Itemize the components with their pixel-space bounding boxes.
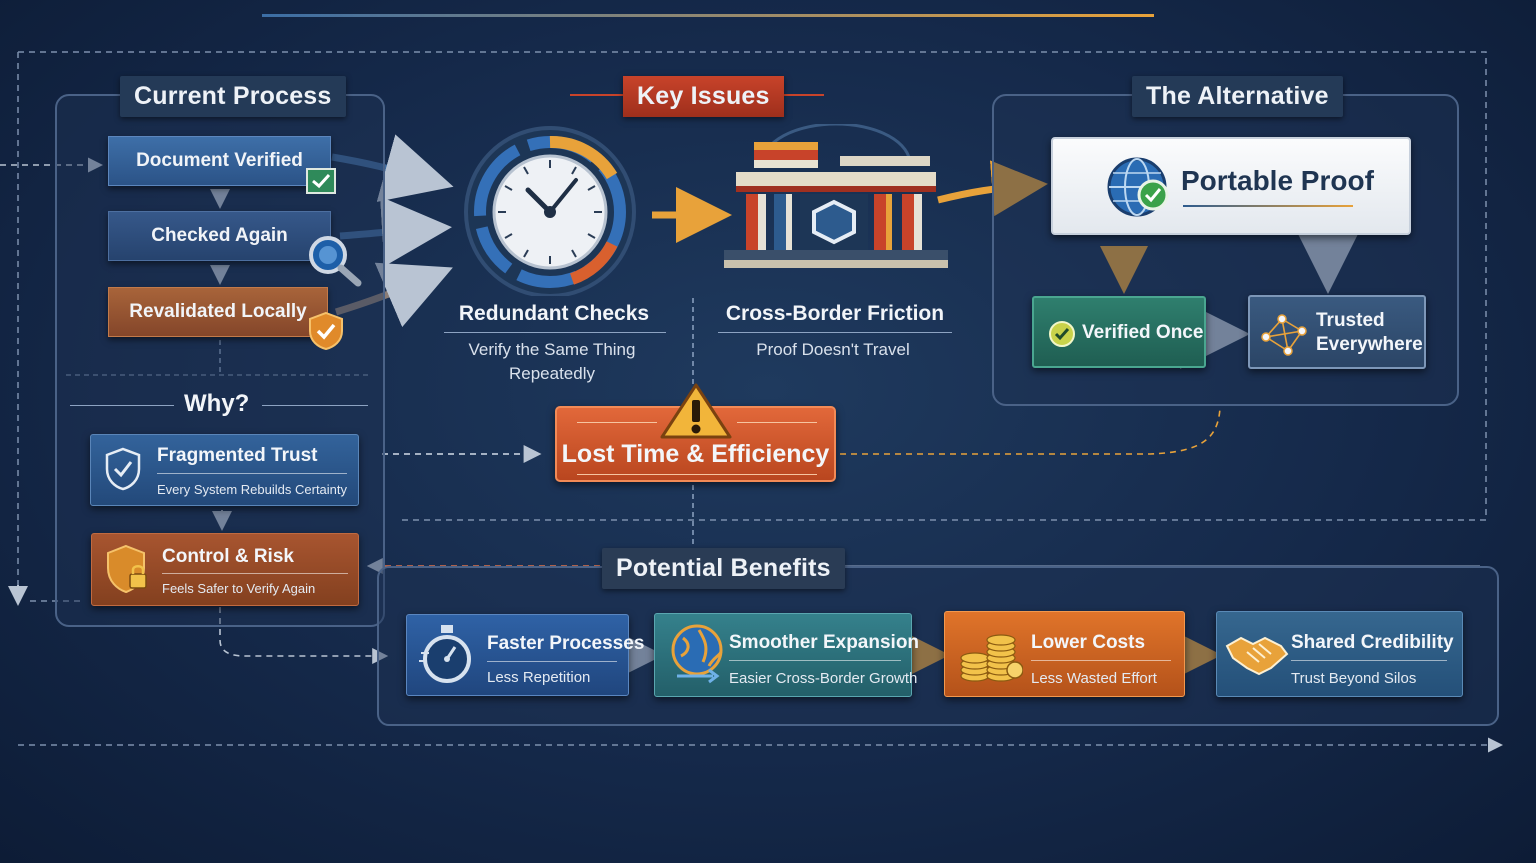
alternative-title: The Alternative <box>1132 76 1343 117</box>
reason-divider <box>157 473 347 474</box>
arrow-step3-to-clock <box>334 262 453 328</box>
issue-divider <box>718 332 952 333</box>
why-line-left <box>70 405 174 406</box>
clock-icon <box>452 124 648 298</box>
arrow-step2-to-clock <box>339 196 452 267</box>
benefit-subtitle: Less Wasted Effort <box>1031 670 1157 687</box>
verified-once-label: Verified Once <box>1082 322 1204 343</box>
step-label: Revalidated Locally <box>129 301 307 322</box>
portable-proof-label: Portable Proof <box>1181 165 1374 196</box>
reason-control-risk[interactable]: Control & Risk Feels Safer to Verify Aga… <box>91 533 359 606</box>
outer-dashed-frame <box>18 51 1487 521</box>
benefit-title: Faster Processes <box>487 633 645 654</box>
issue-cross-border-title: Cross-Border Friction <box>725 302 945 325</box>
benefit-title: Smoother Expansion <box>729 632 920 653</box>
warning-icon <box>660 382 732 440</box>
arrow-control-to-benefits <box>219 607 389 664</box>
benefit-subtitle: Less Repetition <box>487 669 591 686</box>
outcome-lost-time[interactable]: Lost Time & Efficiency <box>555 406 836 482</box>
outcome-top-line <box>737 422 817 423</box>
benefit-divider <box>487 661 617 662</box>
verified-once-card[interactable]: Verified Once <box>1032 296 1206 368</box>
border-gate-icon <box>716 122 956 280</box>
outcome-label: Lost Time & Efficiency <box>561 440 830 468</box>
key-issues-title: Key Issues <box>623 76 784 117</box>
issue-redundant-checks-title: Redundant Checks <box>458 302 650 325</box>
arrow-step1-to-clock <box>331 134 454 202</box>
benefit-shared-credibility[interactable]: Shared Credibility Trust Beyond Silos <box>1216 611 1463 697</box>
benefit-subtitle: Easier Cross-Border Growth <box>729 670 918 687</box>
step-label: Document Verified <box>136 150 303 171</box>
magnifier-icon <box>306 233 366 289</box>
reason-title: Fragmented Trust <box>157 445 318 466</box>
benefit-smoother-expansion[interactable]: Smoother Expansion Easier Cross-Border G… <box>654 613 919 697</box>
issue-divider <box>444 332 666 333</box>
globe-check-icon <box>1103 155 1177 219</box>
benefit-title: Lower Costs <box>1031 632 1146 653</box>
reason-subtitle: Every System Rebuilds Certainty <box>157 482 348 497</box>
arrow-gate-to-proof <box>937 160 1048 217</box>
step-checked-again[interactable]: Checked Again <box>108 211 331 261</box>
why-line-right <box>262 405 368 406</box>
coins-icon <box>957 624 1024 686</box>
outcome-bottom-line <box>577 474 817 475</box>
network-icon <box>1258 311 1308 357</box>
portable-proof-card[interactable]: Portable Proof <box>1051 137 1411 235</box>
benefit-divider <box>1291 660 1447 661</box>
reason-title: Control & Risk <box>162 546 294 567</box>
shield-icon <box>105 447 141 491</box>
benefit-divider <box>1031 660 1171 661</box>
reason-divider <box>162 573 348 574</box>
arrow-lost-to-alternative <box>840 407 1221 455</box>
globe-icon <box>669 622 725 684</box>
trusted-everywhere-label: Trusted Everywhere <box>1316 310 1423 355</box>
check-circle-icon <box>1048 320 1076 348</box>
current-process-title: Current Process <box>120 76 346 117</box>
shield-check-icon <box>308 311 344 351</box>
header-underline <box>262 14 1154 17</box>
benefit-divider <box>729 660 901 661</box>
benefit-faster-processes[interactable]: Faster Processes Less Repetition <box>406 614 644 696</box>
benefits-title: Potential Benefits <box>602 548 845 589</box>
shield-lock-icon <box>104 544 148 594</box>
step-document-verified[interactable]: Document Verified <box>108 136 331 186</box>
reason-fragmented-trust[interactable]: Fragmented Trust Every System Rebuilds C… <box>90 434 359 506</box>
outcome-top-line <box>577 422 657 423</box>
step-label: Checked Again <box>151 225 288 246</box>
benefit-title: Shared Credibility <box>1291 632 1454 653</box>
checkmark-icon <box>306 168 336 194</box>
step-revalidated-locally[interactable]: Revalidated Locally <box>108 287 328 337</box>
why-title: Why? <box>184 390 250 417</box>
trusted-everywhere-card[interactable]: Trusted Everywhere <box>1248 295 1426 369</box>
reason-subtitle: Feels Safer to Verify Again <box>162 581 316 596</box>
handshake-icon <box>1225 628 1289 680</box>
issue-redundant-checks-subtitle: Verify the Same Thing Repeatedly <box>468 340 636 383</box>
issue-cross-border-subtitle: Proof Doesn't Travel <box>756 340 910 359</box>
stopwatch-icon <box>419 623 475 685</box>
benefit-subtitle: Trust Beyond Silos <box>1291 670 1417 687</box>
benefit-lower-costs[interactable]: Lower Costs Less Wasted Effort <box>944 611 1185 697</box>
portable-proof-underline <box>1183 205 1353 207</box>
